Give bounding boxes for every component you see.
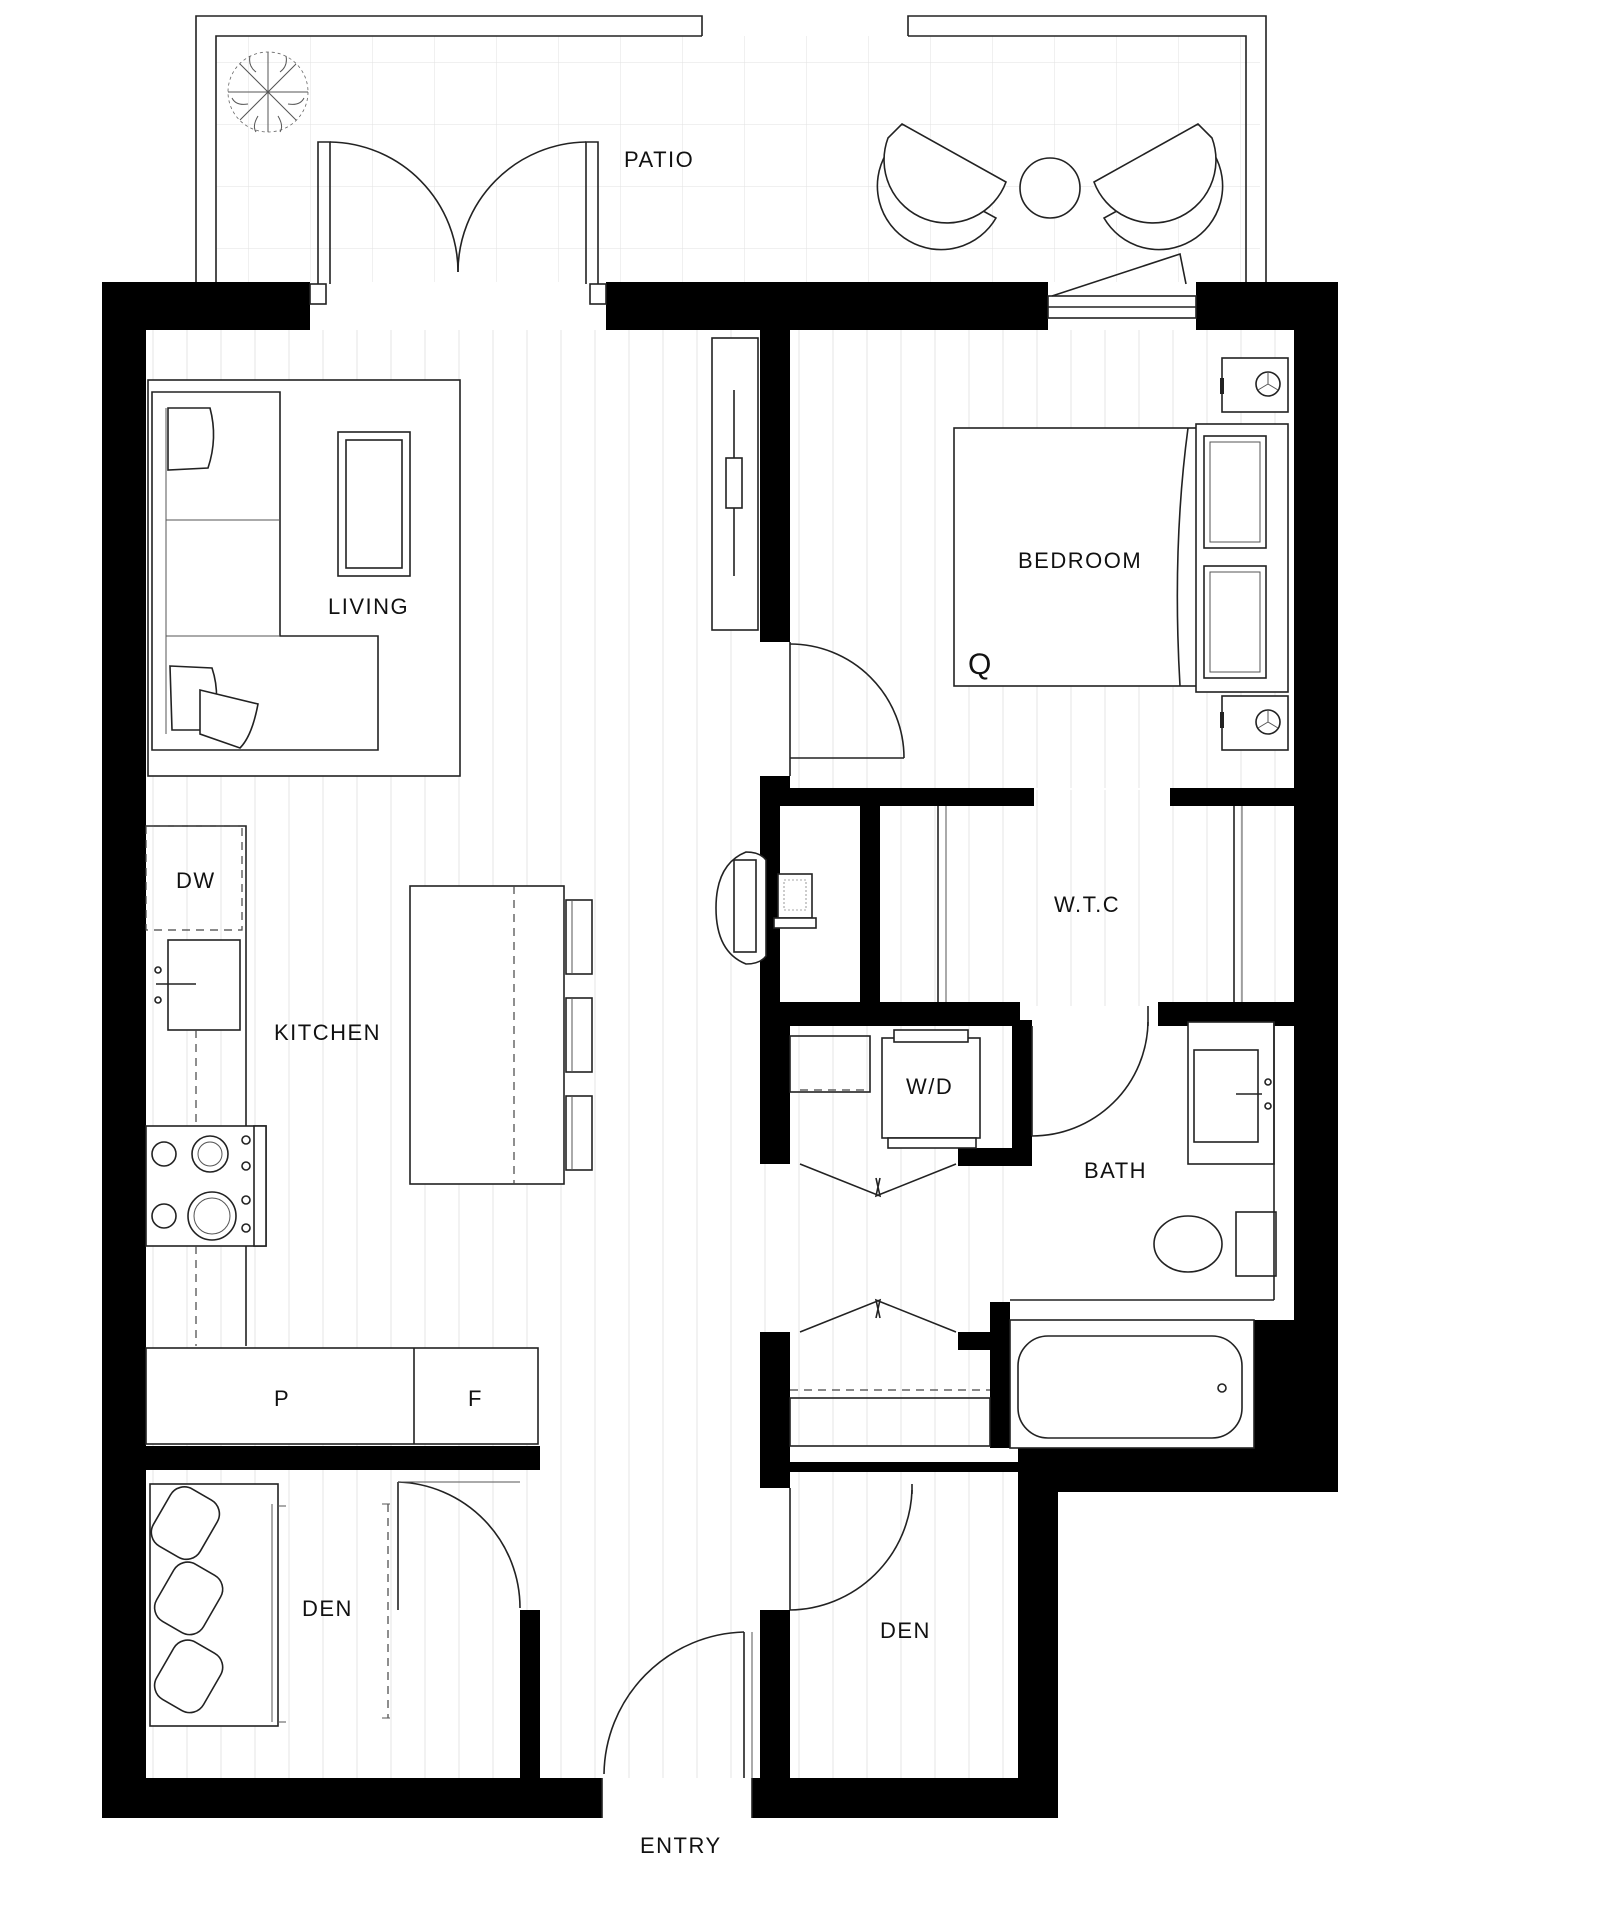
- potted-plant-icon: [227, 51, 309, 133]
- tv-console: [711, 337, 759, 631]
- label-bed-size: Q: [968, 648, 991, 681]
- label-pantry: P: [274, 1386, 290, 1411]
- bedroom-door[interactable]: [789, 642, 905, 776]
- label-living: LIVING: [328, 594, 409, 619]
- bath-door[interactable]: [1031, 1006, 1149, 1137]
- desk-nook: [715, 806, 860, 1002]
- walls: [102, 282, 1338, 1818]
- coffee-table: [337, 431, 411, 577]
- patio-table: [1019, 157, 1081, 219]
- label-den-left: DEN: [302, 1596, 353, 1621]
- label-fridge: F: [468, 1386, 483, 1411]
- sectional-sofa: [151, 391, 379, 751]
- label-entry: ENTRY: [640, 1833, 722, 1858]
- den-left-door[interactable]: [397, 1481, 521, 1610]
- washer-dryer: [881, 1029, 981, 1149]
- laundry-closet: [789, 1035, 871, 1093]
- bathtub: [1009, 1319, 1255, 1449]
- pantry-fridge-cabinets: [145, 1347, 539, 1445]
- patio-chair-right: [1093, 123, 1224, 251]
- nightstand-bottom: [1220, 695, 1289, 751]
- label-dishwasher: DW: [176, 868, 216, 893]
- patio-chair-left: [876, 123, 1007, 251]
- storage-closet: [789, 1389, 991, 1447]
- bath-vanity: [1187, 1021, 1275, 1165]
- laptop-icon: [773, 873, 817, 929]
- label-kitchen: KITCHEN: [274, 1020, 381, 1045]
- nightstand-top: [1220, 357, 1289, 413]
- den-left-closet: [382, 1503, 390, 1719]
- den-right-door[interactable]: [789, 1484, 913, 1611]
- label-bath: BATH: [1084, 1158, 1147, 1183]
- den-left-sofa: [149, 1483, 286, 1727]
- label-patio: PATIO: [624, 147, 694, 172]
- patio-area: [195, 15, 1267, 282]
- laundry-bifold-doors[interactable]: [799, 1163, 957, 1333]
- queen-bed: [953, 423, 1289, 693]
- kitchen-range: [145, 1125, 267, 1247]
- bedroom-window: [1047, 252, 1197, 319]
- label-den-right: DEN: [880, 1618, 931, 1643]
- label-walk-through-closet: W.T.C: [1054, 892, 1120, 917]
- toilet: [1153, 1211, 1277, 1277]
- kitchen-sink: [154, 939, 241, 1031]
- patio-french-doors[interactable]: [309, 141, 607, 305]
- entry-door[interactable]: [601, 1631, 753, 1818]
- kitchen-island: [409, 885, 593, 1185]
- label-washer-dryer: W/D: [906, 1074, 953, 1099]
- label-bedroom: BEDROOM: [1018, 548, 1142, 573]
- closet-shelves: [937, 806, 1243, 1002]
